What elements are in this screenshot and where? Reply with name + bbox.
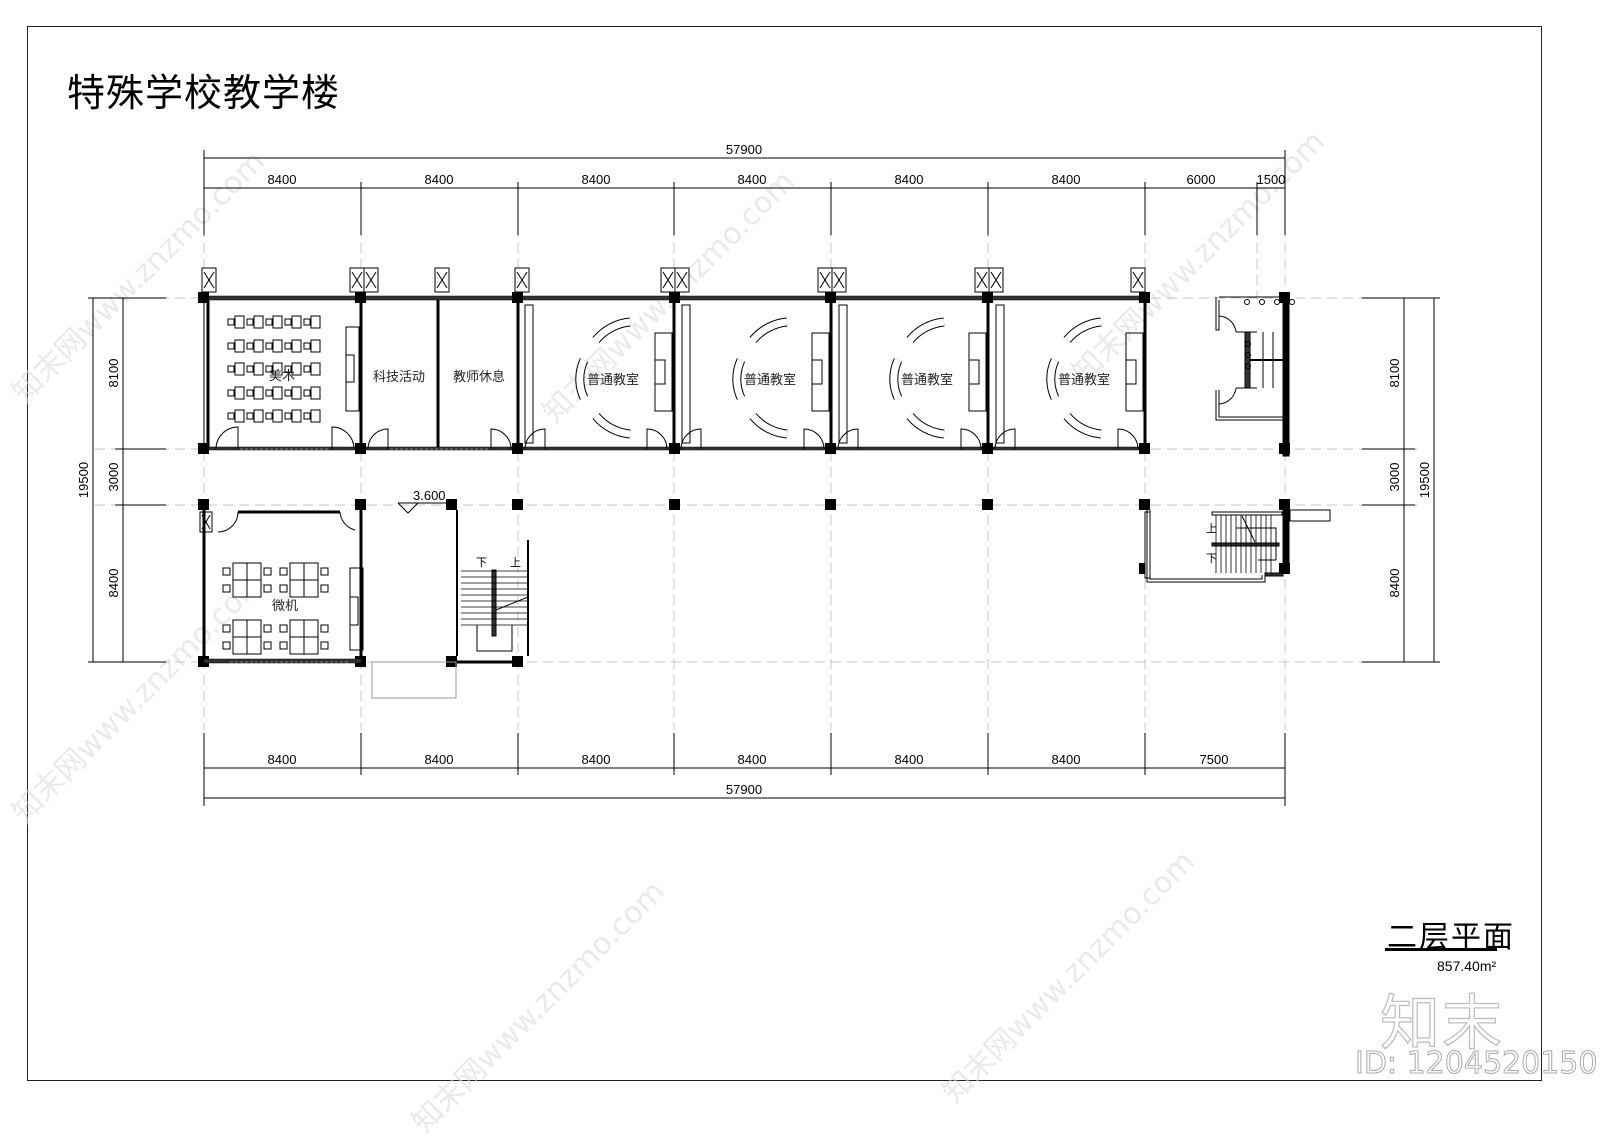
stair-labels-east: 上 下 [1206, 522, 1217, 565]
stair-down-label: 下 [476, 557, 487, 569]
watermark-id: ID: 1204520150 [1354, 1046, 1598, 1082]
windows [230, 448, 490, 663]
dim-bottom-bay: 7500 [1200, 752, 1229, 767]
dim-left-seg: 8400 [106, 569, 121, 598]
room-label-classroom: 普通教室 [587, 372, 639, 387]
room-label-teacher-lounge: 教师休息 [453, 369, 505, 384]
dim-bottom-bay: 8400 [895, 752, 924, 767]
dim-bottom-bay: 8400 [582, 752, 611, 767]
blackboards [345, 304, 1144, 444]
dim-bottom-total: 57900 [726, 782, 762, 797]
elevation-mark [397, 502, 448, 514]
floor-area: 857.40m² [1437, 958, 1497, 974]
dim-left-seg: 3000 [106, 463, 121, 492]
doors [215, 426, 1139, 450]
dim-right-seg: 8400 [1387, 569, 1402, 598]
dim-top-bay: 6000 [1187, 172, 1216, 187]
dim-right-seg: 8100 [1387, 359, 1402, 388]
classroom-seating [575, 322, 1101, 434]
drawing-frame [27, 26, 1542, 1081]
top-dimensions [203, 150, 1286, 235]
dim-left-total: 19500 [76, 462, 91, 498]
staircase-east [1144, 504, 1331, 583]
stair-up-label: 上 [510, 556, 521, 569]
duct-shafts [199, 267, 1146, 533]
dim-top-bay: 8400 [582, 172, 611, 187]
dim-top-bay: 8400 [1052, 172, 1081, 187]
dim-top-total: 57900 [726, 142, 762, 157]
room-label-computer: 微机 [272, 598, 298, 613]
room-label-classroom: 普通教室 [744, 372, 796, 387]
room-label-classroom: 普通教室 [901, 372, 953, 387]
dim-top-bay: 8400 [268, 172, 297, 187]
dim-bottom-bay: 8400 [1052, 752, 1081, 767]
plan-title-underline [1385, 948, 1497, 951]
stair-down-label: 下 [1206, 553, 1217, 565]
room-label-art: 美术 [269, 368, 295, 383]
dim-top-bay: 8400 [895, 172, 924, 187]
dim-bottom-bay: 8400 [425, 752, 454, 767]
dim-bottom-bay: 8400 [268, 752, 297, 767]
stair-up-label: 上 [1206, 522, 1217, 535]
room-label-classroom: 普通教室 [1058, 372, 1110, 387]
dim-bottom-bay: 8400 [738, 752, 767, 767]
dim-top-bay: 8400 [738, 172, 767, 187]
elevation-value: 3.600 [413, 488, 446, 503]
dimension-labels: 57900 8400 8400 8400 8400 8400 8400 6000… [76, 142, 1432, 797]
dim-right-total: 19500 [1417, 462, 1432, 498]
dim-top-bay: 8400 [425, 172, 454, 187]
art-room-desks [227, 315, 321, 423]
toilet-block [1215, 295, 1295, 457]
room-label-science: 科技活动 [373, 369, 425, 384]
dim-left-seg: 8100 [106, 359, 121, 388]
staircase-west [371, 510, 529, 699]
watermark-logo: 知末 [1379, 988, 1504, 1059]
dim-top-bay: 1500 [1257, 172, 1286, 187]
dim-right-seg: 3000 [1387, 463, 1402, 492]
stair-labels-west: 下 上 [476, 556, 521, 569]
drawing-title: 特殊学校教学楼 [67, 71, 341, 115]
room-labels: 美术 科技活动 教师休息 普通教室 普通教室 普通教室 普通教室 微机 [269, 368, 1110, 613]
left-dimensions [88, 297, 166, 663]
bottom-dimensions [203, 733, 1286, 806]
right-dimensions [1362, 297, 1440, 663]
computer-room [202, 510, 364, 664]
